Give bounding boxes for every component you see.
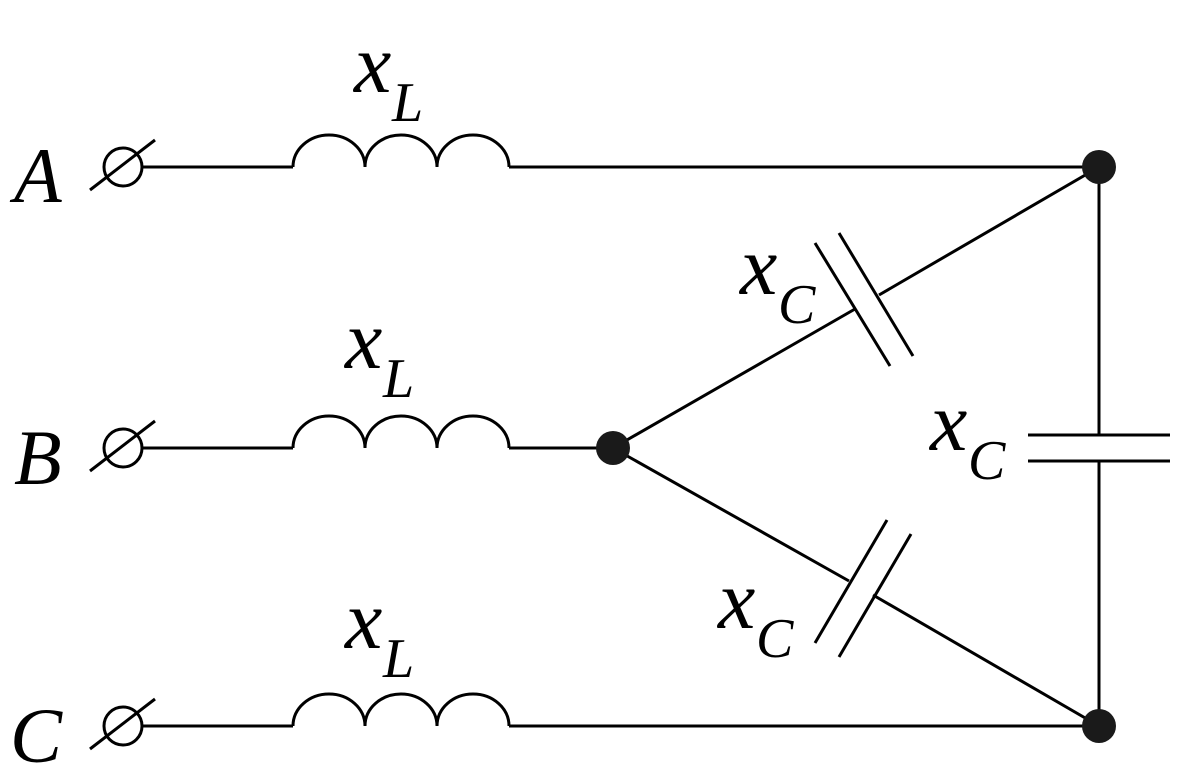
junction-node-b-icon: [596, 431, 630, 465]
inductor-b-label: x L: [343, 294, 414, 410]
junction-node-c-icon: [1082, 709, 1116, 743]
svg-text:x: x: [343, 294, 382, 387]
svg-text:x: x: [928, 376, 967, 469]
capacitor-lower-label: x C: [716, 554, 794, 670]
terminal-c-label: C: [10, 692, 63, 779]
capacitor-right: [1028, 167, 1170, 726]
svg-text:C: C: [756, 608, 794, 670]
phase-b-line: [142, 414, 613, 450]
capacitor-lower-plate-1: [813, 519, 889, 644]
terminal-a-icon: [89, 138, 156, 192]
capacitor-upper-plate-1: [813, 242, 892, 367]
svg-text:L: L: [382, 348, 414, 410]
svg-text:C: C: [778, 274, 816, 336]
svg-text:x: x: [343, 574, 382, 667]
phase-a-line: [142, 133, 1099, 169]
capacitor-lower: [612, 446, 1100, 728]
terminal-b-label: B: [14, 414, 62, 501]
inductor-a-icon: [291, 133, 511, 168]
svg-text:L: L: [382, 628, 414, 690]
capacitor-upper-plate-2: [837, 232, 915, 357]
inductor-b-icon: [291, 414, 511, 449]
svg-text:C: C: [968, 430, 1006, 492]
capacitor-upper-label: x C: [738, 220, 816, 336]
svg-text:x: x: [738, 220, 777, 313]
capacitor-upper: [612, 165, 1100, 450]
inductor-c-label: x L: [343, 574, 414, 690]
terminal-c-icon: [89, 697, 156, 751]
terminal-b-icon: [89, 419, 156, 473]
svg-text:x: x: [352, 18, 391, 111]
inductor-a-label: x L: [352, 18, 423, 134]
inductor-c-icon: [291, 692, 511, 727]
junction-node-a-icon: [1082, 150, 1116, 184]
terminal-a-label: A: [9, 132, 62, 219]
svg-text:L: L: [391, 72, 423, 134]
capacitor-right-label: x C: [928, 376, 1006, 492]
phase-c-line: [142, 692, 1099, 728]
svg-text:x: x: [716, 554, 755, 647]
